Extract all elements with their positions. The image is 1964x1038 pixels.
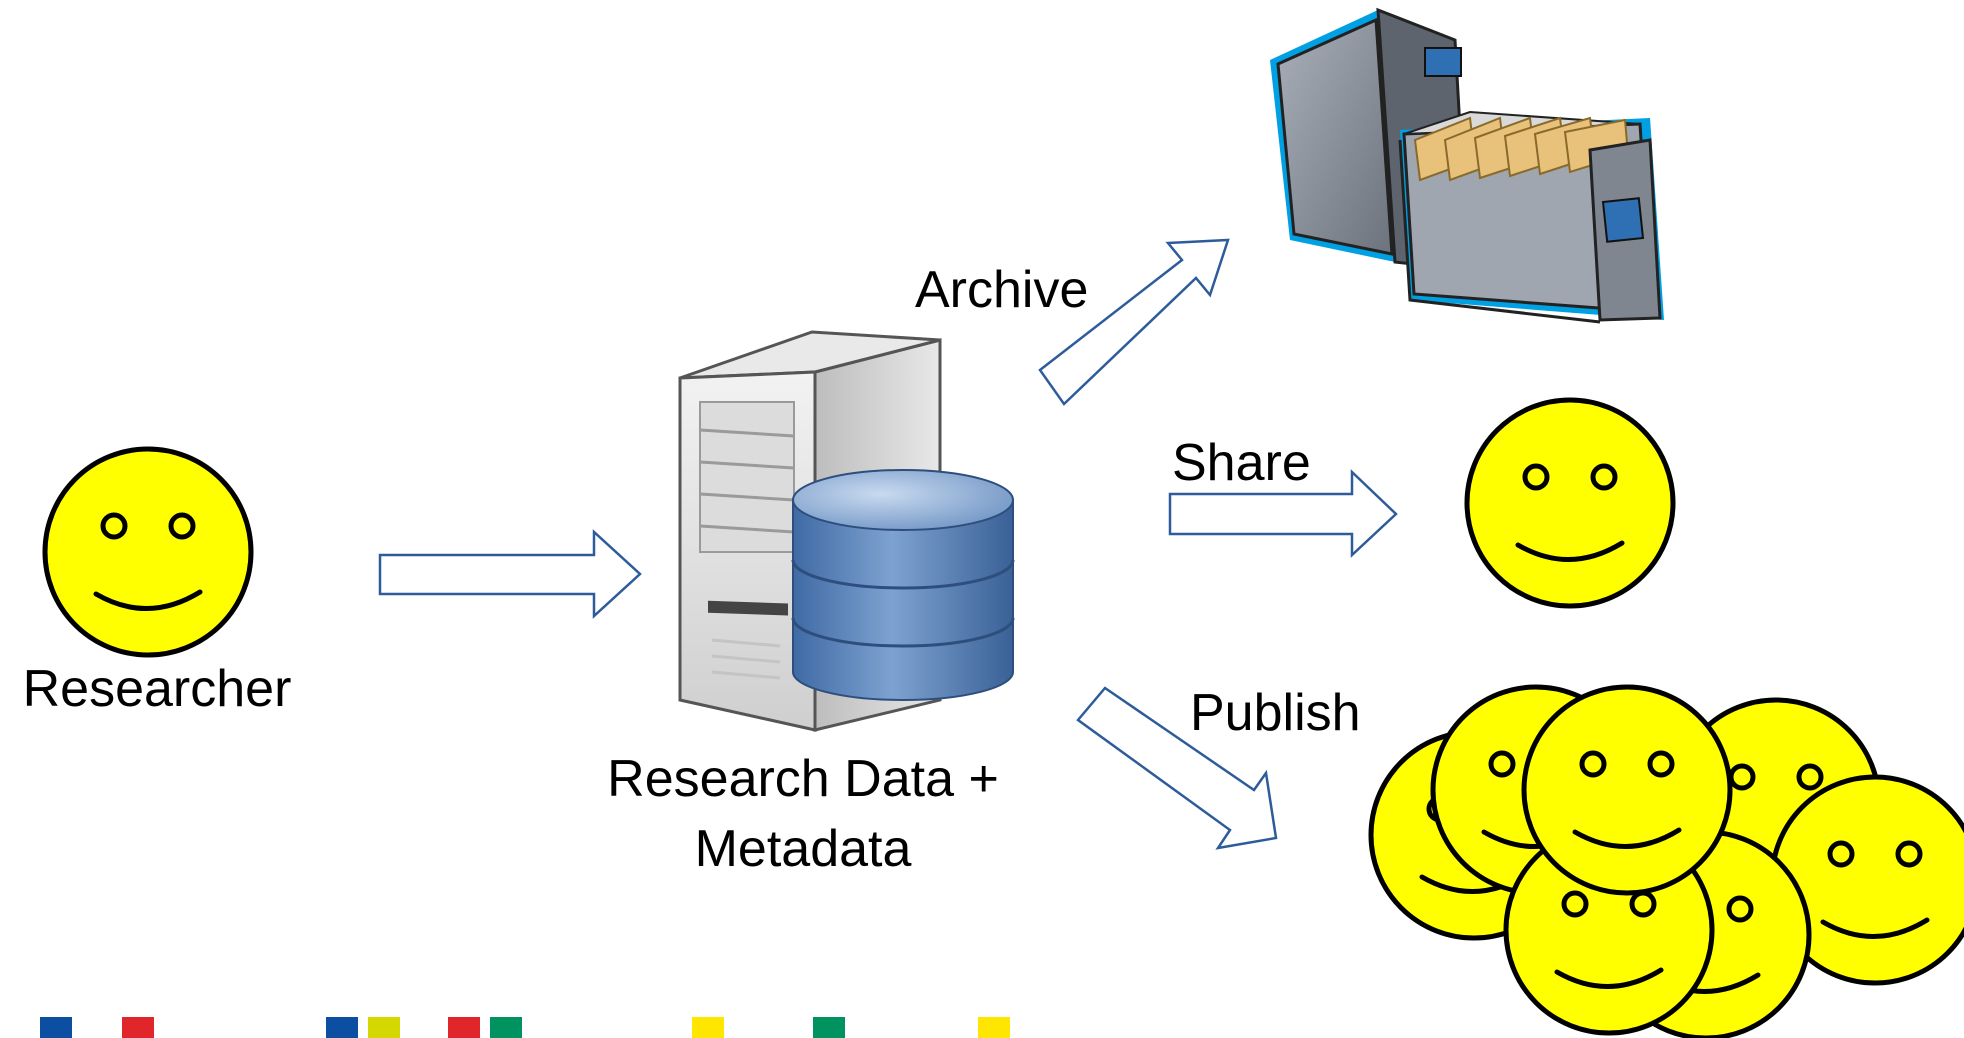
arrow-to-archive — [1038, 238, 1230, 406]
footer-block — [692, 1017, 724, 1038]
footer-color-blocks — [40, 1017, 1010, 1038]
server-database-icon — [678, 330, 1015, 732]
footer-block — [326, 1017, 358, 1038]
footer-block — [122, 1017, 154, 1038]
researcher-smiley-icon — [45, 449, 251, 655]
footer-block — [368, 1017, 400, 1038]
archive-label: Archive — [915, 261, 1088, 319]
smiley-crowd-icon — [1371, 687, 1964, 1038]
arrow-to-publish — [1076, 686, 1278, 850]
storage-label-line2: Metadata — [695, 820, 912, 878]
publish-label: Publish — [1190, 684, 1361, 742]
footer-block — [448, 1017, 480, 1038]
footer-block — [978, 1017, 1010, 1038]
share-smiley-icon — [1467, 400, 1673, 606]
footer-block — [490, 1017, 522, 1038]
footer-block — [40, 1017, 72, 1038]
arrow-to-storage — [378, 529, 642, 619]
storage-label-line1: Research Data + — [607, 750, 999, 808]
footer-block — [813, 1017, 845, 1038]
arrow-to-share — [1168, 469, 1398, 558]
filing-cabinet-icon — [1270, 7, 1664, 324]
share-label: Share — [1172, 434, 1311, 492]
researcher-label: Researcher — [23, 660, 292, 718]
